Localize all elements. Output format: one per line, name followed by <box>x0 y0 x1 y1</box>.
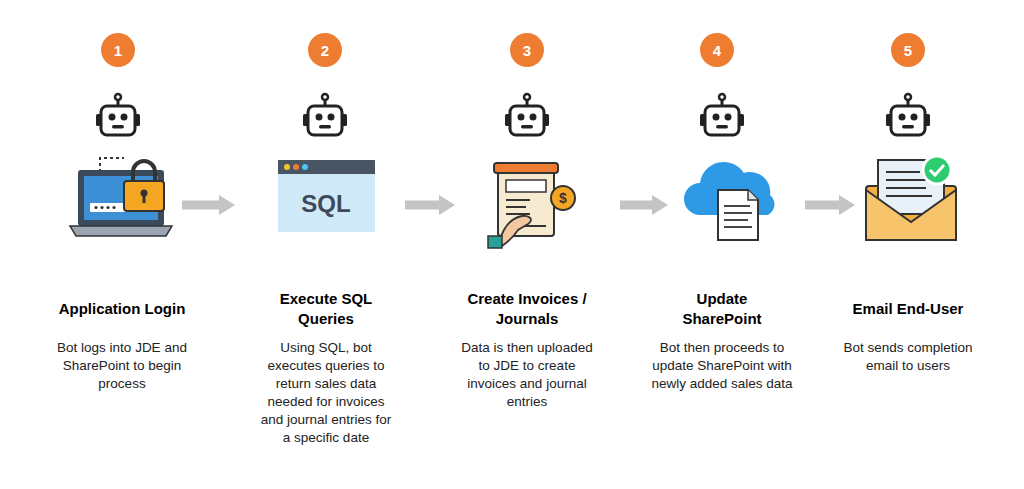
flow-arrow <box>620 201 658 210</box>
invoice-icon <box>488 236 502 248</box>
invoice-icon <box>494 163 558 173</box>
step-number: 3 <box>523 42 531 59</box>
robot-icon <box>700 94 744 135</box>
step-caption: Application LoginBot logs into JDE and S… <box>22 287 222 393</box>
laptop-lock-icon <box>94 206 97 209</box>
email-icon <box>923 156 951 184</box>
laptop-lock-icon <box>106 206 109 209</box>
email-icon <box>886 171 920 173</box>
sql-window-icon <box>284 164 290 170</box>
email-icon <box>866 156 956 240</box>
step-description: Bot logs into JDE and SharePoint to begi… <box>46 339 198 393</box>
step-description: Bot sends completion email to users <box>843 339 973 375</box>
number-badges <box>891 33 925 67</box>
step-description: Data is then uploaded to JDE to create i… <box>460 339 594 411</box>
currency-symbol: $ <box>559 190 567 206</box>
cloud-document-icon <box>724 212 752 214</box>
invoice-icon <box>500 216 531 246</box>
number-badges <box>101 33 135 67</box>
laptop-lock-icon <box>100 158 124 172</box>
process-step: Email End-UserBot sends completion email… <box>855 163 960 247</box>
sql-window-icon <box>278 160 375 232</box>
icon-text: SQL <box>301 190 350 218</box>
laptop-lock-icon <box>143 194 146 203</box>
number-badges <box>308 33 342 67</box>
step-caption: Execute SQL QueriesUsing SQL, bot execut… <box>226 287 426 447</box>
sql-window-icon <box>302 164 308 170</box>
invoice-icon <box>506 199 530 201</box>
process-step: Update SharePointBot then proceeds to up… <box>668 163 805 247</box>
sql-window-icon <box>278 160 375 174</box>
step-number: 1 <box>114 42 122 59</box>
step-title: Create Invoices / Journals <box>457 287 597 331</box>
process-step: Create Invoices / JournalsData is then u… <box>455 163 620 247</box>
step-caption: Create Invoices / JournalsData is then u… <box>427 287 627 411</box>
number-badges <box>510 33 544 67</box>
step-description: Using SQL, bot executes queries to retur… <box>258 339 394 447</box>
step-title: Execute SQL Queries <box>266 287 386 331</box>
cloud-document-icon <box>684 162 774 240</box>
number-badges <box>700 33 734 67</box>
step-title: Email End-User <box>818 287 998 331</box>
process-step: Application LoginBot logs into JDE and S… <box>58 163 182 247</box>
laptop-lock-icon <box>70 226 172 236</box>
step-description: Bot then proceeds to update SharePoint w… <box>650 339 794 393</box>
invoice-icon <box>506 180 546 192</box>
laptop-lock-icon <box>100 206 103 209</box>
step-title: Update SharePoint <box>667 287 777 331</box>
cloud-document-icon <box>748 190 758 200</box>
robot-icon <box>505 94 549 135</box>
sql-window-icon <box>293 164 299 170</box>
laptop-lock-icon <box>133 161 155 182</box>
invoice-icon <box>488 163 575 248</box>
step-title: Application Login <box>32 287 212 331</box>
flow-arrow <box>405 201 445 210</box>
email-icon <box>930 165 944 175</box>
invoice-icon <box>551 186 575 210</box>
robot-icon <box>96 94 930 135</box>
laptop-lock-icon <box>124 181 164 211</box>
step-number: 4 <box>713 42 721 59</box>
robot-icon <box>303 94 347 135</box>
invoice-icon <box>506 206 526 208</box>
laptop-lock-icon <box>78 170 164 226</box>
laptop-lock-icon <box>70 158 172 236</box>
step-number: 2 <box>321 42 329 59</box>
flow-arrow <box>805 201 845 210</box>
email-icon <box>886 195 932 197</box>
cloud-document-icon <box>724 205 750 207</box>
invoice-icon <box>506 213 530 215</box>
robot-icon <box>886 94 930 135</box>
step-caption: Update SharePointBot then proceeds to up… <box>622 287 822 393</box>
sql-window-icon <box>278 160 375 232</box>
step-number: 5 <box>904 42 912 59</box>
cloud-document-icon <box>718 190 758 240</box>
laptop-lock-icon <box>112 206 115 209</box>
cloud-document-icon <box>724 219 748 221</box>
cloud-document-icon <box>724 226 752 228</box>
number-badges <box>101 33 925 67</box>
robot-icon <box>96 94 140 135</box>
email-icon <box>866 190 956 240</box>
email-icon <box>886 187 926 189</box>
step-caption: Email End-UserBot sends completion email… <box>808 287 1008 375</box>
email-icon <box>886 179 930 181</box>
flow-arrow <box>182 201 225 210</box>
